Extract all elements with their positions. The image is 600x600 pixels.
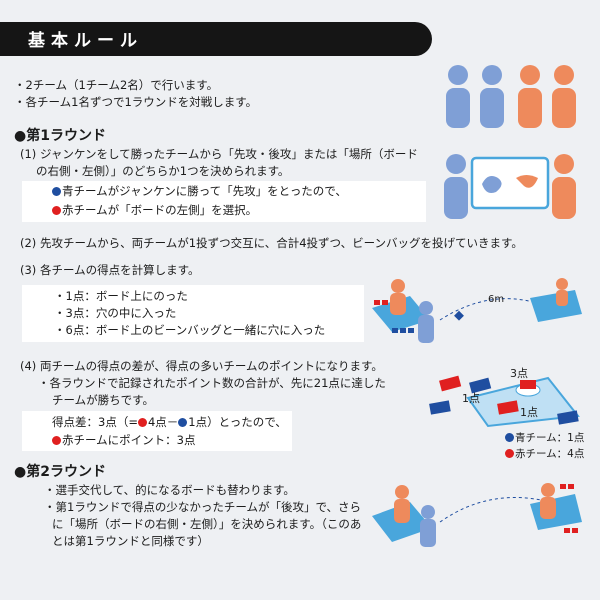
red-player-icon <box>394 485 410 523</box>
janken-panel <box>470 156 550 210</box>
step3-text: (3) 各チームの得点を計算します。 <box>20 263 200 277</box>
fig-3pt-label: 3点 <box>510 367 528 380</box>
step1-box-line-2: 赤チームが「ボードの左側」を選択。 <box>52 202 257 219</box>
fig-1pt-label-a: 1点 <box>462 392 480 405</box>
blue-player-icon <box>418 301 434 343</box>
red-player-icon <box>556 278 568 306</box>
step4-line-3: チームが勝ちです。 <box>52 393 155 407</box>
scissors-hand-icon <box>516 175 538 188</box>
blue-dot-icon <box>52 187 61 196</box>
round2-line-2: ・第1ラウンドで得点の少なかったチームが「後攻」で、さら <box>44 500 362 514</box>
throw-path <box>439 298 541 321</box>
red-dot-icon <box>137 418 147 427</box>
score-rule-1pt: ・1点：ボード上にのった <box>54 289 188 303</box>
header-bar <box>0 22 432 56</box>
step2-text: (2) 先攻チームから、両チームが1投ずつ交互に、合計4投ずつ、ビーンバッグを投… <box>20 236 523 250</box>
blue-player-icon <box>420 505 436 547</box>
blue-beanbags-icon <box>429 377 579 425</box>
janken-illustration <box>444 154 576 219</box>
step4-line-1: (4) 両チームの得点の差が、得点の多いチームのポイントになります。 <box>20 359 383 373</box>
red-beanbags-icon <box>560 484 578 533</box>
round2-heading: ●第2ラウンド <box>14 464 106 480</box>
red-beanbags-icon <box>439 375 536 415</box>
score-point-line: 赤チームにポイント：3点 <box>52 432 195 449</box>
score-rule-3pt: ・3点：穴の中に入った <box>54 306 177 320</box>
round2-line-1: ・選手交代して、的になるボードも替わります。 <box>44 483 295 497</box>
blue-player-icon <box>444 154 468 219</box>
round1-heading: ●第1ラウンド <box>14 128 106 144</box>
page-title: 基本ルール <box>28 31 143 51</box>
players-illustration <box>446 65 576 128</box>
paper-hand-icon <box>482 176 502 193</box>
red-player-icon <box>552 154 576 219</box>
distance-label: 6m <box>488 294 505 305</box>
intro-line-2: ・各チーム1名ずつで1ラウンドを対戦します。 <box>14 95 258 109</box>
intro-line-1: ・2チーム（1チーム2名）で行います。 <box>14 78 219 92</box>
throwing-illustration <box>372 278 582 343</box>
step1-example-box <box>22 181 426 222</box>
score-difference-line: 得点差：3点（=4点－1点）とったので、 <box>52 415 287 429</box>
step4-line-2: ・各ラウンドで記録されたポイント数の合計が、先に21点に達した <box>38 376 386 390</box>
red-dot-icon <box>52 206 61 215</box>
blue-dot-icon <box>178 418 188 427</box>
red-beanbags-icon <box>374 300 388 305</box>
scoring-board-illustration <box>429 375 580 428</box>
red-player-icon <box>390 279 406 315</box>
red-team-players-icon <box>518 65 576 128</box>
fig-1pt-label-b: 1点 <box>520 406 538 419</box>
red-dot-icon <box>52 436 61 445</box>
red-dot-icon <box>505 449 514 458</box>
far-board-icon <box>530 290 582 322</box>
step1-line-1: (1) ジャンケンをして勝ったチームから「先攻・後攻」または「場所（ボード <box>20 147 418 161</box>
round2-illustration <box>372 483 582 547</box>
blue-team-players-icon <box>446 65 504 128</box>
legend-red: 赤チーム：4点 <box>505 446 584 463</box>
round2-line-3: に「場所（ボードの右側・左側）」を決められます。（このあ <box>52 517 362 531</box>
blue-dot-icon <box>505 433 514 442</box>
step3-score-box <box>22 285 364 342</box>
step1-line-2: の右側・左側）」のどちらか1つを決められます。 <box>36 164 290 178</box>
score-rule-6pt: ・6点：ボード上のビーンバッグと一緒に穴に入った <box>54 323 326 337</box>
legend-blue: 青チーム：1点 <box>505 430 584 447</box>
beanbag-icon <box>454 310 464 321</box>
throw-path <box>439 497 551 523</box>
blue-beanbags-icon <box>392 328 414 333</box>
red-player-icon <box>540 483 556 519</box>
step1-box-line-1: 青チームがジャンケンに勝って「先攻」をとったので、 <box>52 183 347 200</box>
score-example-box <box>22 411 292 451</box>
round2-line-4: とは第1ラウンドと同様です） <box>52 534 209 548</box>
